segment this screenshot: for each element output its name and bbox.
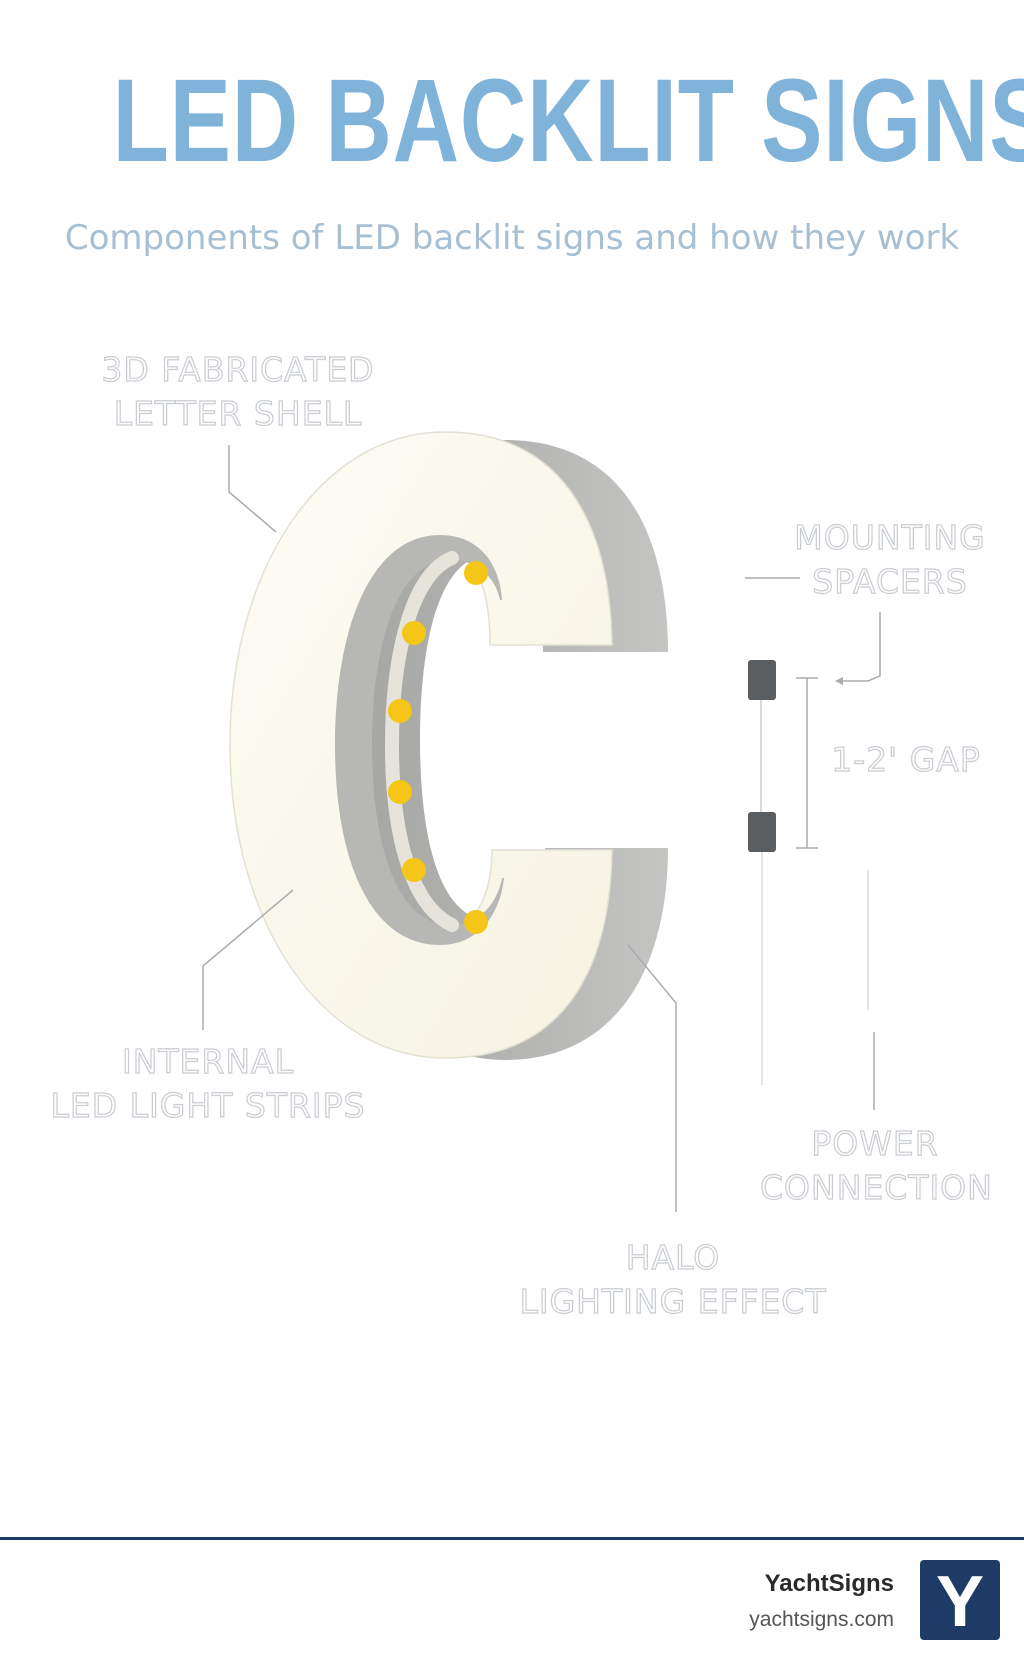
led-dot — [402, 858, 426, 882]
label-led-strips-line1: INTERNAL — [121, 1041, 294, 1081]
led-dot — [402, 621, 426, 645]
brand-logo-letter: Y — [936, 1562, 984, 1640]
label-power-connection-line2: CONNECTION — [759, 1167, 993, 1207]
label-led-strips: INTERNAL LED LIGHT STRIPS — [48, 1040, 368, 1128]
led-dot — [388, 699, 412, 723]
label-mounting-spacers-line1: MOUNTING — [794, 517, 986, 557]
led-dot — [464, 561, 488, 585]
label-halo-effect: HALO LIGHTING EFFECT — [508, 1236, 838, 1324]
led-strip — [388, 561, 488, 934]
label-letter-shell-line1: 3D FABRICATED — [101, 349, 375, 389]
label-mounting-spacers-line2: SPACERS — [812, 561, 968, 601]
page-title: LED BACKLIT SIGNS — [112, 55, 1024, 187]
label-power-connection: POWER CONNECTION — [759, 1122, 993, 1210]
mounting-spacers — [748, 660, 776, 852]
brand-name: YachtSigns — [764, 1570, 894, 1597]
power-wire — [761, 852, 869, 1085]
label-halo-effect-line2: LIGHTING EFFECT — [519, 1281, 827, 1321]
led-dot — [388, 780, 412, 804]
spacer-bottom — [748, 812, 776, 852]
brand-logo: Y — [920, 1560, 1000, 1640]
brand-url[interactable]: yachtsigns.com — [749, 1608, 894, 1631]
leader-halo — [627, 944, 677, 1212]
spacer-top — [748, 660, 776, 700]
letter-face — [229, 431, 613, 1059]
label-led-strips-line2: LED LIGHT STRIPS — [50, 1085, 366, 1125]
leader-shell — [228, 445, 277, 533]
leader-spacers — [838, 612, 881, 682]
page-subtitle: Components of LED backlit signs and how … — [64, 218, 960, 258]
leader-lines — [202, 445, 881, 1212]
gap-bracket — [796, 677, 818, 849]
label-letter-shell: 3D FABRICATED LETTER SHELL — [88, 348, 388, 436]
leader-strips — [202, 889, 294, 1030]
label-power-connection-line1: POWER — [811, 1123, 939, 1163]
footer-divider — [0, 1537, 1024, 1540]
label-halo-effect-line1: HALO — [625, 1237, 721, 1277]
label-letter-shell-line2: LETTER SHELL — [113, 393, 363, 433]
label-gap-text: 1-2' GAP — [831, 739, 981, 779]
label-mounting-spacers: MOUNTING SPACERS — [780, 516, 1000, 604]
spacer-arrow-head — [835, 677, 843, 685]
label-gap: 1-2' GAP — [826, 738, 986, 782]
led-dot — [464, 910, 488, 934]
letter-channel — [335, 535, 504, 945]
